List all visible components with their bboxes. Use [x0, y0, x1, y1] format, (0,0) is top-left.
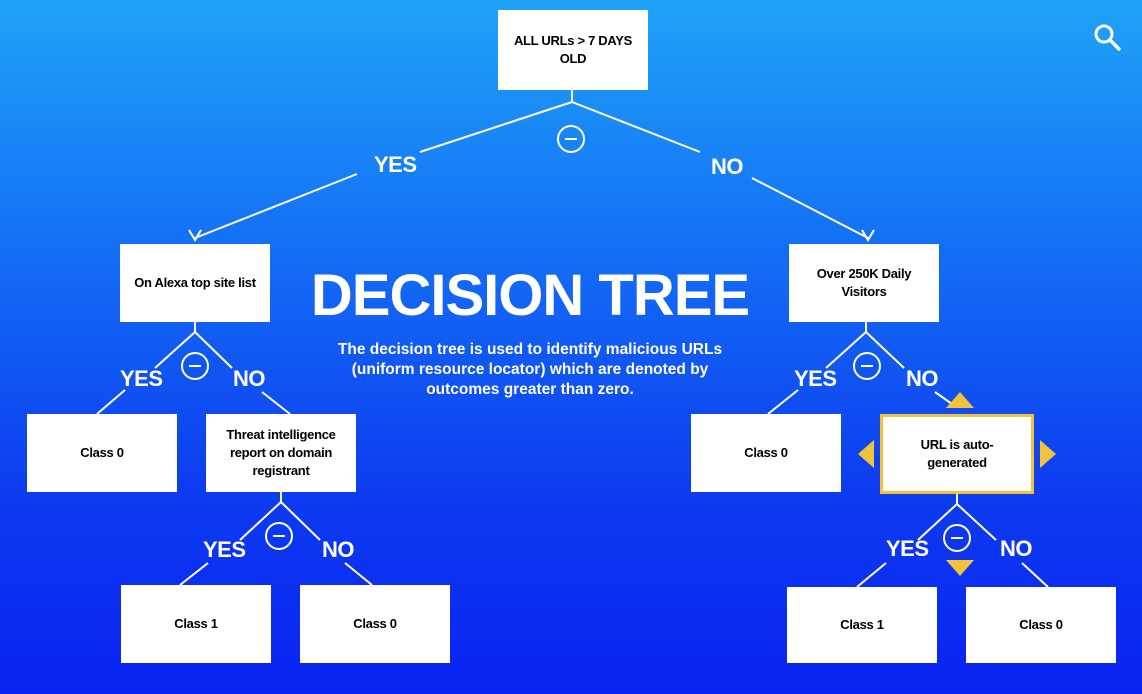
edge-label-alexa-no: NO — [233, 366, 266, 391]
edge-label-alexa-yes: YES — [120, 366, 163, 391]
node-autogen-no-class[interactable]: Class 0 — [966, 587, 1116, 663]
search-icon[interactable] — [1092, 22, 1122, 52]
collapse-root-icon[interactable] — [557, 125, 585, 153]
node-visitors-yes-class[interactable]: Class 0 — [691, 414, 841, 492]
edge-label-threat-yes: YES — [203, 537, 246, 562]
node-daily-visitors[interactable]: Over 250K Daily Visitors — [789, 244, 939, 322]
node-auto-generated[interactable]: URL is auto-generated — [880, 414, 1034, 494]
node-root[interactable]: ALL URLs > 7 DAYS OLD — [498, 10, 648, 90]
edge-label-root-yes: YES — [374, 152, 417, 177]
node-alexa-top-site[interactable]: On Alexa top site list — [120, 244, 270, 322]
diagram-title: DECISION TREE — [310, 263, 750, 328]
diagram-description: The decision tree is used to identify ma… — [337, 341, 723, 398]
node-alexa-yes-class[interactable]: Class 0 — [27, 414, 177, 492]
handle-down-icon[interactable] — [946, 560, 974, 576]
edge-label-visitors-yes: YES — [794, 366, 837, 391]
edge-label-root-no: NO — [711, 154, 744, 179]
handle-left-icon[interactable] — [858, 440, 874, 468]
handle-right-icon[interactable] — [1040, 440, 1056, 468]
collapse-threat-icon[interactable] — [265, 522, 293, 550]
node-threat-yes-class[interactable]: Class 1 — [121, 585, 271, 663]
collapse-visitors-icon[interactable] — [853, 352, 881, 380]
collapse-alexa-icon[interactable] — [181, 352, 209, 380]
node-threat-intelligence[interactable]: Threat intelligence report on domain reg… — [206, 414, 356, 492]
edge-label-visitors-no: NO — [906, 366, 939, 391]
node-threat-no-class[interactable]: Class 0 — [300, 585, 450, 663]
handle-up-icon[interactable] — [946, 392, 974, 408]
edge-label-threat-no: NO — [322, 537, 355, 562]
node-autogen-yes-class[interactable]: Class 1 — [787, 587, 937, 663]
edge-label-autogen-no: NO — [1000, 536, 1033, 561]
edge-label-autogen-yes: YES — [886, 536, 929, 561]
collapse-autogen-icon[interactable] — [943, 524, 971, 552]
